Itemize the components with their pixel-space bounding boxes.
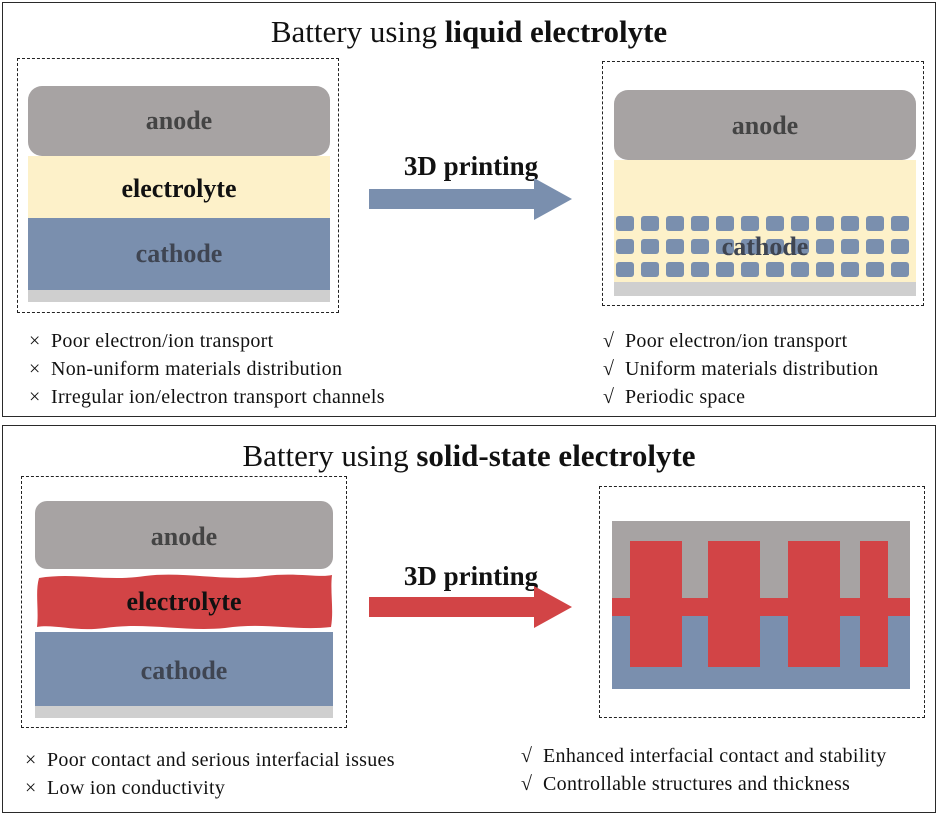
current-collector: [614, 282, 916, 296]
liquid-panel-title: Battery using liquid electrolyte: [270, 14, 668, 49]
liquid-after-cell: anode cathode: [602, 61, 924, 306]
liquid-before-cell: anode electrolyte cathode: [17, 58, 339, 313]
list-item: √Controllable structures and thickness: [521, 773, 851, 795]
list-item: ×Low ion conductivity: [25, 777, 226, 799]
solid-cons-list: ×Poor contact and serious interfacial is…: [25, 746, 395, 802]
anode-layer: anode: [35, 501, 333, 569]
liquid-process-arrow: [369, 178, 572, 220]
liquid-pros-list: √Poor electron/ion transport √Uniform ma…: [603, 327, 878, 411]
list-item: ×Irregular ion/electron transport channe…: [29, 386, 385, 408]
liquid-electrolyte-layer: [614, 160, 916, 216]
list-item: ×Non-uniform materials distribution: [29, 358, 343, 380]
liquid-electrolyte-layer: electrolyte: [28, 156, 330, 218]
list-item: √Enhanced interfacial contact and stabil…: [521, 745, 887, 767]
current-collector: [28, 290, 330, 302]
cathode-layer: cathode: [35, 632, 333, 706]
solid-panel-title: Battery using solid-state electrolyte: [242, 438, 696, 473]
solid-arrow-label: 3D printing: [403, 561, 539, 591]
anode-layer: anode: [28, 86, 330, 156]
list-item: √Uniform materials distribution: [603, 358, 879, 380]
list-item: √Periodic space: [603, 386, 746, 408]
liquid-cons-list: ×Poor electron/ion transport ×Non-unifor…: [29, 327, 385, 411]
list-item: ×Poor electron/ion transport: [29, 330, 274, 352]
list-item: ×Poor contact and serious interfacial is…: [25, 749, 395, 771]
cathode-layer: cathode: [28, 218, 330, 290]
solid-pros-list: √Enhanced interfacial contact and stabil…: [521, 742, 887, 798]
solid-after-cell: [599, 486, 925, 718]
list-item: √Poor electron/ion transport: [603, 330, 848, 352]
solid-process-arrow: [369, 586, 572, 628]
solid-electrolyte-wavy-layer: [37, 574, 333, 630]
anode-layer: anode: [614, 90, 916, 160]
liquid-electrolyte-panel: Battery using liquid electrolyte anode e…: [2, 2, 936, 417]
solid-before-cell: anode electrolyte cathode: [21, 476, 347, 728]
interdigitated-electrode-structure: [612, 521, 910, 689]
porous-cathode-grid: [614, 212, 916, 284]
current-collector: [35, 706, 333, 718]
liquid-arrow-label: 3D printing: [403, 151, 539, 181]
cathode-label: cathode: [721, 232, 809, 261]
electrolyte-label: electrolyte: [126, 587, 242, 616]
solid-electrolyte-panel: Battery using solid-state electrolyte an…: [2, 425, 936, 813]
